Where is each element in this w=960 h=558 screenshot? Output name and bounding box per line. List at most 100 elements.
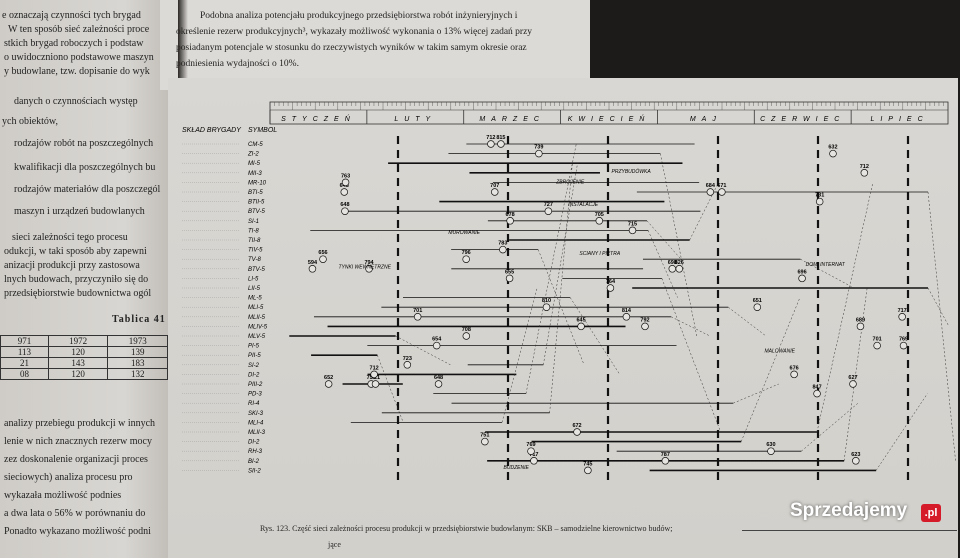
dependency-line — [816, 182, 874, 433]
brigade-symbol: PD-3 — [248, 392, 262, 398]
brigade-symbol: PII-5 — [248, 353, 261, 359]
event-number: 698 — [668, 260, 677, 266]
month-label: LUTY — [394, 116, 436, 123]
brigade-symbol: SI-2 — [248, 363, 260, 369]
month-label: KWIECIEŃ — [568, 114, 651, 123]
brigade-symbol: RH-3 — [248, 449, 263, 455]
event-number: 701 — [873, 337, 882, 343]
event-number: 783 — [498, 241, 507, 247]
table-row: 113 120 139 — [0, 346, 168, 358]
dependency-line — [570, 297, 620, 375]
event-number: 712 — [370, 365, 379, 371]
brigade-symbol: PIII-2 — [248, 382, 263, 388]
watermark-badge: .pl — [921, 504, 941, 522]
event-number: 826 — [675, 260, 684, 266]
table-header-cell: 1972 — [47, 335, 109, 347]
brigade-symbol: MLI-4 — [248, 420, 264, 426]
table-cell: 132 — [107, 368, 168, 380]
dependency-line — [660, 153, 698, 337]
event-node — [413, 313, 422, 321]
brigade-symbol: SII-2 — [248, 468, 261, 474]
event-node — [506, 217, 514, 225]
event-number: 763 — [341, 173, 350, 179]
dependency-line — [740, 297, 801, 442]
event-number: 847 — [812, 385, 821, 391]
brigade-symbol: BTII-5 — [248, 200, 265, 206]
brigade-symbol: BI-2 — [248, 459, 260, 465]
right-page — [168, 78, 958, 558]
caption-rule — [742, 530, 957, 531]
brigade-symbol: PI-5 — [248, 344, 260, 350]
event-node — [753, 303, 762, 311]
event-number: 656 — [318, 250, 327, 256]
event-number: 632 — [828, 145, 837, 151]
brigade-symbol: BTV-5 — [248, 209, 265, 215]
brigade-symbol: MLV-5 — [248, 334, 266, 340]
top-line: podniesienia wydajności o 10%. — [176, 59, 299, 69]
left-page: e oznaczają czynności tych brygad W ten … — [0, 0, 178, 558]
activity-edges — [289, 143, 956, 472]
event-node — [577, 322, 585, 331]
left-line: a dwa lata o 56% w porównaniu do — [4, 508, 146, 519]
event-number: 701 — [413, 308, 422, 314]
event-node — [641, 322, 649, 331]
event-node — [505, 274, 514, 283]
event-node — [341, 178, 350, 187]
dependency-line — [733, 383, 779, 404]
table-cell: 120 — [47, 346, 109, 358]
event-node — [497, 140, 505, 148]
left-line: anizacji produkcji przy zastosowa — [4, 260, 140, 271]
left-line: y budowlane, tzw. dopisanie do wyk — [4, 66, 150, 77]
brigade-symbol: ML-5 — [248, 296, 262, 302]
event-number: 648 — [340, 202, 349, 208]
left-line: lenie w nich znacznych rezerw mocy — [4, 436, 152, 447]
left-line: W ten sposób sieć zależności proce — [8, 24, 150, 35]
event-number: 705 — [595, 212, 604, 218]
activity-label: SCIANY I PIĘTRA — [579, 251, 620, 257]
brigade-rows: CM-5ZI-2MI-5MII-3MR-10BTI-5BTII-5BTV-5SI… — [182, 142, 268, 474]
event-node — [606, 284, 615, 292]
event-number: 758 — [367, 375, 376, 381]
event-node — [873, 341, 881, 350]
event-node — [860, 169, 869, 177]
brigade-symbol: SI-1 — [248, 219, 259, 225]
table-label: Tablica 41 — [112, 314, 166, 325]
table-row: 21 143 183 — [0, 357, 168, 369]
event-number: 689 — [856, 317, 865, 323]
event-node — [622, 313, 631, 321]
top-line: Podobna analiza potencjału produkcyjnego… — [200, 11, 518, 21]
event-number: 792 — [640, 317, 649, 323]
event-node — [527, 447, 535, 455]
event-number: 696 — [797, 269, 806, 275]
event-number: 764 — [606, 279, 616, 285]
left-line: e oznaczają czynności tych brygad — [2, 10, 141, 21]
event-number: 712 — [486, 135, 495, 141]
event-number: 712 — [860, 164, 869, 170]
month-label: LIPIEC — [870, 116, 928, 123]
page-gutter-shadow — [178, 0, 188, 100]
brigade-symbol: BTV-5 — [248, 267, 265, 273]
event-node — [815, 197, 824, 206]
month-label: MAJ — [690, 116, 722, 123]
month-label: MARZEC — [479, 116, 545, 123]
brigade-symbol: TV-8 — [248, 257, 261, 263]
event-number: 648 — [434, 375, 443, 381]
event-node — [370, 370, 378, 379]
event-node — [573, 428, 581, 436]
event-number: 796 — [462, 250, 471, 256]
event-node — [767, 447, 775, 455]
event-node — [319, 255, 327, 263]
event-number: 623 — [851, 452, 860, 458]
event-node — [462, 255, 470, 263]
brigade-symbol: DI-2 — [248, 372, 260, 378]
event-number: 655 — [505, 269, 514, 275]
brigade-symbol: MLII-5 — [248, 315, 266, 321]
left-line: rodzajów materiałów dla poszczegól — [14, 184, 161, 195]
activity-label: BUDZENIE — [504, 465, 530, 471]
brigade-symbol: ZI-2 — [247, 152, 259, 158]
event-number: 769 — [899, 337, 908, 343]
event-node — [595, 217, 604, 225]
dependency-line — [661, 278, 721, 433]
event-node — [371, 380, 380, 388]
